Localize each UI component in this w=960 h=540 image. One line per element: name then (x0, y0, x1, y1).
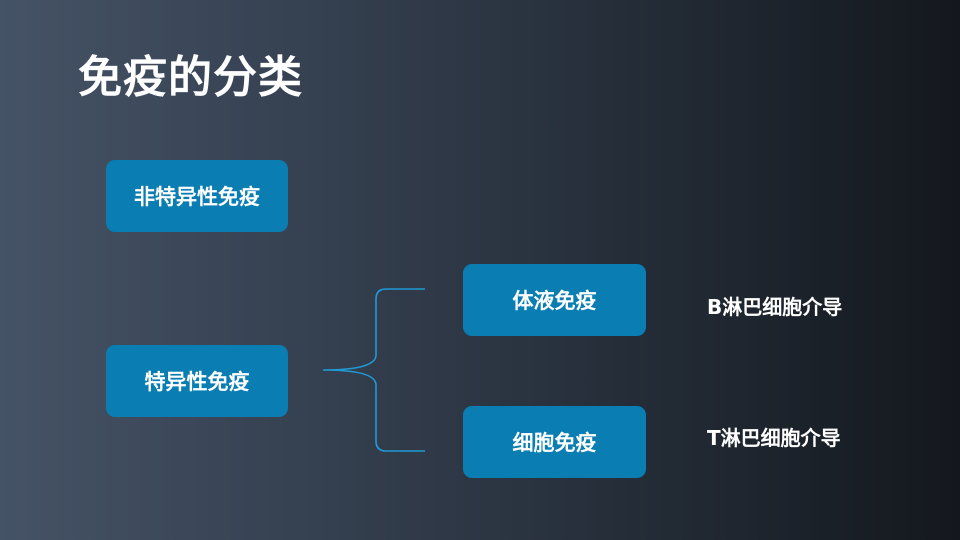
b-cell-mediated-note: B淋巴细胞介导 (707, 295, 843, 319)
cellular-immunity-box: 细胞免疫 (463, 406, 646, 478)
nonspecific-immunity-box: 非特异性免疫 (106, 160, 288, 232)
specific-immunity-label: 特异性免疫 (144, 370, 250, 394)
nonspecific-immunity-label: 非特异性免疫 (134, 185, 260, 209)
brace-path (322, 288, 425, 452)
t-cell-mediated-note: T淋巴细胞介导 (707, 426, 841, 450)
humoral-immunity-label: 体液免疫 (512, 289, 597, 313)
specific-immunity-box: 特异性免疫 (106, 345, 288, 417)
slide-title: 免疫的分类 (78, 52, 303, 103)
cellular-immunity-label: 细胞免疫 (512, 431, 597, 455)
humoral-immunity-box: 体液免疫 (463, 264, 646, 336)
